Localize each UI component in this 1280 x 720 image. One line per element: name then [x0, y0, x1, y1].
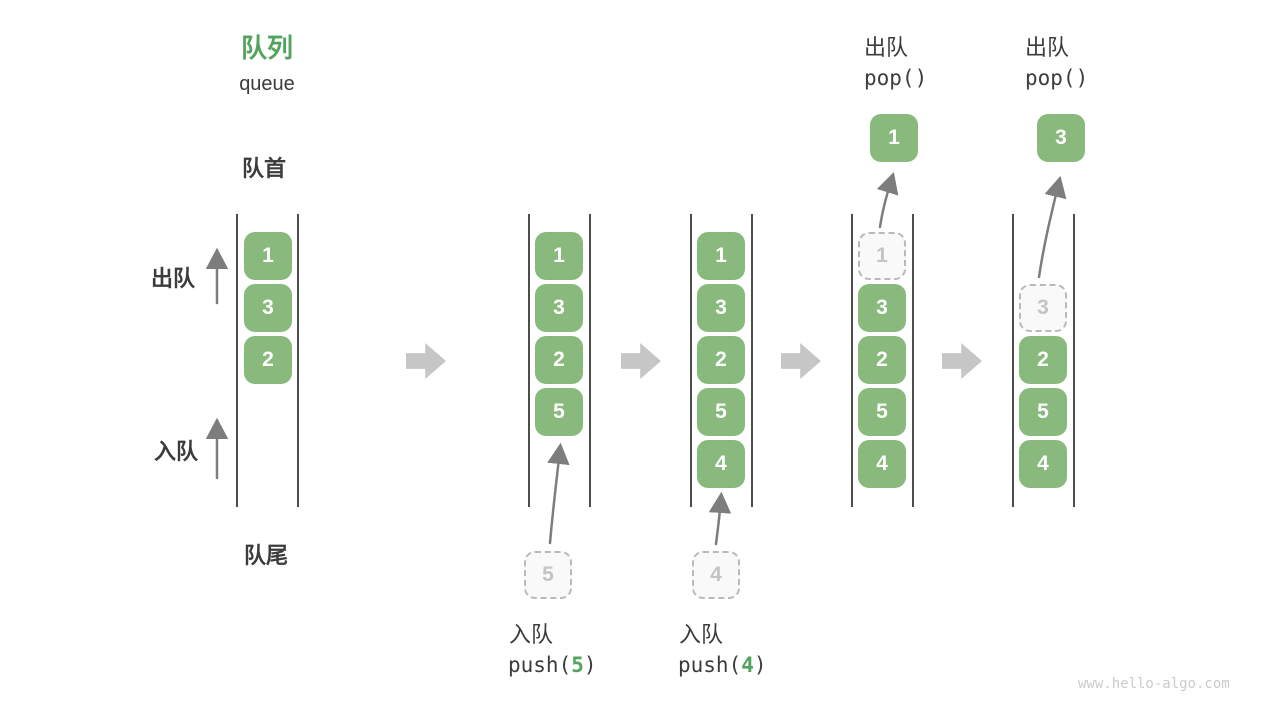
watermark: www.hello-algo.com — [1078, 676, 1230, 692]
queue-wall-right — [297, 214, 299, 507]
state-transition-arrow-icon — [621, 343, 661, 379]
queue-wall-right — [1073, 214, 1075, 507]
code-arg: 4 — [741, 653, 754, 677]
queue-element: 1 — [535, 232, 583, 280]
code-close: ) — [753, 653, 767, 677]
queue-element: 5 — [858, 388, 906, 436]
queue-wall-left — [528, 214, 530, 507]
enqueue-op-label: 入队 — [679, 622, 724, 647]
dequeue-op-label: 出队 — [1025, 35, 1070, 60]
queue-wall-left — [1012, 214, 1014, 507]
queue-element: 4 — [1019, 440, 1067, 488]
code-fn: push( — [678, 653, 742, 677]
queue-wall-right — [912, 214, 914, 507]
queue-element: 1 — [244, 232, 292, 280]
push-5-arrow-icon — [547, 442, 570, 545]
removed-element-ghost: 3 — [1019, 284, 1067, 332]
code-close: ) — [583, 653, 597, 677]
queue-wall-right — [751, 214, 753, 507]
queue-element: 2 — [1019, 336, 1067, 384]
popped-element: 1 — [870, 114, 918, 162]
dequeue-direction-label: 出队 — [151, 266, 196, 291]
enqueue-op-code: push(4) — [678, 653, 767, 677]
queue-element: 4 — [858, 440, 906, 488]
title-en: queue — [239, 73, 295, 95]
dequeue-op-code: pop() — [864, 66, 928, 90]
queue-wall-right — [589, 214, 591, 507]
code-arg: 5 — [571, 653, 584, 677]
queue-element: 3 — [858, 284, 906, 332]
enqueue-op-code: push(5) — [508, 653, 597, 677]
queue-element: 1 — [697, 232, 745, 280]
enqueue-direction-label: 入队 — [154, 439, 199, 464]
state-transition-arrow-icon — [781, 343, 821, 379]
queue-element: 2 — [697, 336, 745, 384]
queue-element: 5 — [535, 388, 583, 436]
diagram-title: 队列 queue — [217, 28, 317, 96]
queue-rear-label: 队尾 — [244, 543, 289, 568]
enqueue-op-label: 入队 — [509, 622, 554, 647]
queue-wall-left — [236, 214, 238, 507]
code-fn: push( — [508, 653, 572, 677]
queue-wall-left — [690, 214, 692, 507]
incoming-element-ghost: 4 — [692, 551, 740, 599]
queue-element: 2 — [244, 336, 292, 384]
queue-element: 5 — [697, 388, 745, 436]
popped-element: 3 — [1037, 114, 1085, 162]
queue-element: 5 — [1019, 388, 1067, 436]
queue-element: 3 — [535, 284, 583, 332]
dequeue-op-code: pop() — [1025, 66, 1089, 90]
queue-element: 4 — [697, 440, 745, 488]
push-4-arrow-icon — [708, 491, 732, 546]
removed-element-ghost: 1 — [858, 232, 906, 280]
incoming-element-ghost: 5 — [524, 551, 572, 599]
queue-wall-left — [851, 214, 853, 507]
queue-element: 2 — [858, 336, 906, 384]
queue-element: 3 — [697, 284, 745, 332]
queue-element: 2 — [535, 336, 583, 384]
pop-3-arrow-icon — [1037, 175, 1067, 279]
queue-element: 3 — [244, 284, 292, 332]
pop-1-arrow-icon — [876, 172, 899, 229]
queue-front-label: 队首 — [242, 156, 287, 181]
state-transition-arrow-icon — [942, 343, 982, 379]
title-zh: 队列 — [240, 33, 293, 63]
dequeue-op-label: 出队 — [864, 35, 909, 60]
state-transition-arrow-icon — [406, 343, 446, 379]
